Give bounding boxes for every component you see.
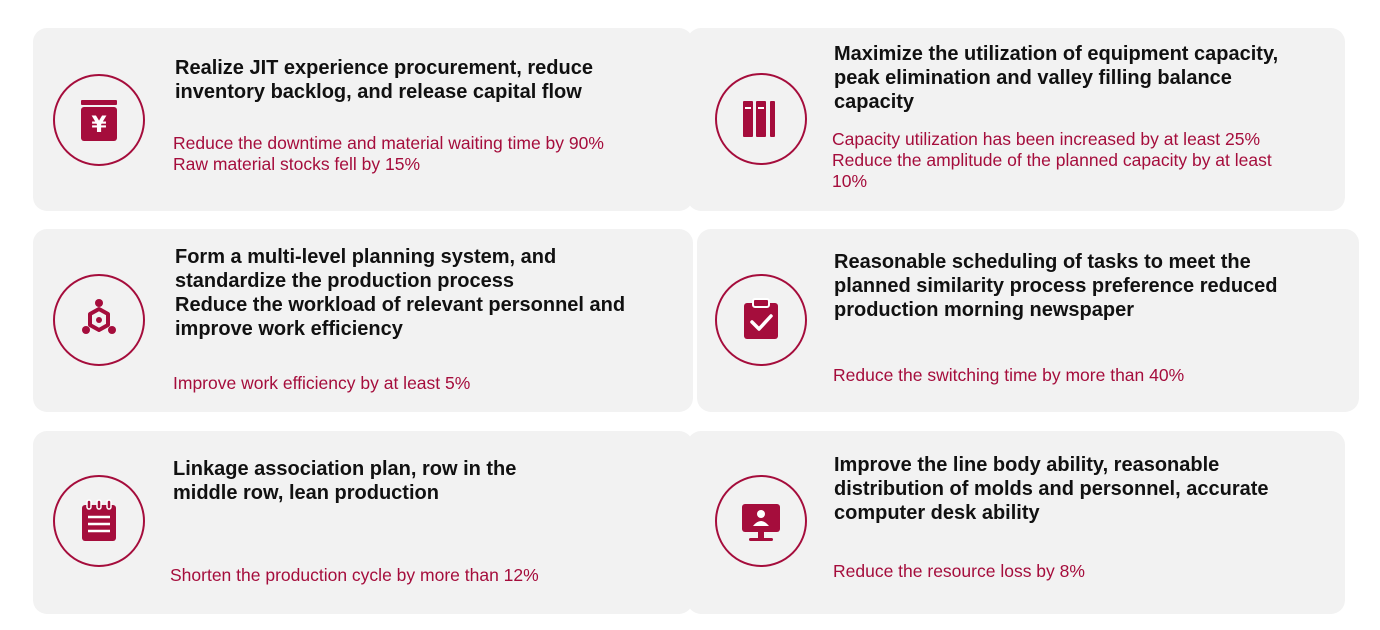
metric-item: Capacity utilization has been increased … [832, 129, 1261, 149]
metric-item: Reduce the switching time by more than 4… [833, 365, 1185, 385]
card-metrics: Shorten the production cycle by more tha… [170, 565, 539, 586]
card-title: Realize JIT experience procurement, redu… [175, 57, 593, 103]
card-title: Form a multi-level planning system, and … [175, 246, 626, 340]
metric-item: Raw material stocks fell by 15% [173, 154, 421, 174]
card-title: Improve the line body ability, reasonabl… [834, 454, 1269, 524]
metric-item: Improve work efficiency by at least 5% [173, 373, 471, 393]
card-metrics: Capacity utilization has been increased … [832, 129, 1272, 192]
capacity-bars-icon [715, 73, 807, 165]
metric-item: Reduce the resource loss by 8% [833, 561, 1085, 581]
yuan-wallet-icon: ¥ [53, 74, 145, 166]
benefit-card-lean-production: Linkage association plan, row in the mid… [33, 431, 693, 614]
card-title: Linkage association plan, row in the mid… [173, 458, 517, 504]
hexagon-network-icon [53, 274, 145, 366]
card-title: Maximize the utilization of equipment ca… [834, 43, 1279, 113]
metric-item: Reduce the amplitude of the planned capa… [832, 150, 1272, 170]
monitor-user-icon [715, 475, 807, 567]
metric-item: 10% [832, 171, 868, 191]
card-metrics: Reduce the resource loss by 8% [833, 561, 1085, 582]
benefit-card-equipment-capacity: Maximize the utilization of equipment ca… [687, 28, 1345, 211]
clipboard-check-icon [715, 274, 807, 366]
benefit-card-planning-system: Form a multi-level planning system, and … [33, 229, 693, 412]
card-metrics: Improve work efficiency by at least 5% [173, 373, 470, 394]
card-title: Reasonable scheduling of tasks to meet t… [834, 251, 1278, 321]
metric-item: Reduce the downtime and material waiting… [173, 133, 604, 153]
calendar-notes-icon [53, 475, 145, 567]
benefit-card-line-body-ability: Improve the line body ability, reasonabl… [687, 431, 1345, 614]
card-metrics: Reduce the switching time by more than 4… [833, 365, 1184, 386]
svg-text:¥: ¥ [91, 113, 107, 138]
metric-item: Shorten the production cycle by more tha… [170, 565, 539, 585]
benefit-card-task-scheduling: Reasonable scheduling of tasks to meet t… [697, 229, 1359, 412]
benefit-card-jit-procurement: ¥ Realize JIT experience procurement, re… [33, 28, 693, 211]
card-metrics: Reduce the downtime and material waiting… [173, 133, 604, 175]
